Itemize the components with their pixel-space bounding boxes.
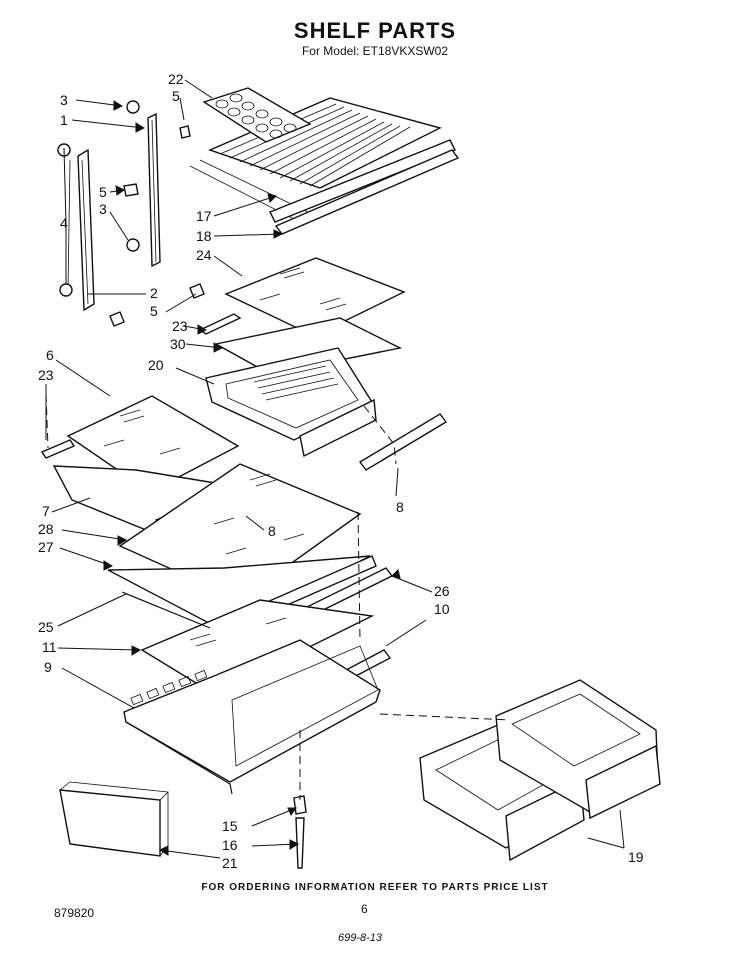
page-number: 6 [361,902,368,916]
shelf-rail-1 [147,112,161,268]
egg-tray-22 [202,87,312,143]
shelf-trim-8-upper [358,413,448,471]
callout-10: 10 [434,601,450,617]
callout-8-upper: 8 [396,499,404,515]
callout-1: 1 [60,112,68,128]
shelf-trim-18 [274,149,460,235]
leveler-screw-16 [295,817,305,869]
callout-11: 11 [42,639,57,655]
callout-25: 25 [38,619,54,635]
callout-26: 26 [434,583,450,599]
leader-arrowheads [103,100,401,856]
assembly-dash-lines [45,393,511,800]
model-subtitle: For Model: ET18VKXSW02 [301,44,449,58]
door-bin-21 [59,781,169,857]
callout-8-lower: 8 [268,523,276,539]
ordering-info-note: FOR ORDERING INFORMATION REFER TO PARTS … [201,882,549,893]
glass-shelf-11 [140,599,375,695]
callout-28: 28 [38,521,54,537]
rail-cap-3-top [57,100,140,157]
callout-3-mid: 3 [99,201,107,217]
meat-pan-tray-9 [123,639,381,795]
callout-24: 24 [196,247,212,263]
crisper-drawer-19 [419,679,661,862]
callout-leader-lines [45,79,625,859]
callout-22: 22 [168,71,184,87]
page-title: SHELF PARTS [293,18,457,43]
callout-23-upper: 23 [172,318,188,334]
shelf-clip-5 [109,125,205,327]
callout-27: 27 [38,539,54,555]
crisper-pan-20 [205,347,377,458]
callout-3-top: 3 [60,92,68,108]
shelf-frame-25 [121,591,211,629]
callout-2: 2 [150,285,158,301]
handwritten-note: 699-8-13 [338,932,383,944]
glass-shelf-24 [224,257,406,337]
shelf-frame-23-upper [198,313,242,335]
callout-7: 7 [42,503,50,519]
callout-19: 19 [628,849,644,865]
crisper-cover-30 [214,317,403,375]
callout-30: 30 [170,336,186,352]
document-number: 879820 [54,906,95,920]
callout-5-low: 5 [150,303,158,319]
callout-18: 18 [196,228,212,244]
callout-20: 20 [148,357,164,373]
shelf-frame-23-lower [40,439,76,459]
callout-9: 9 [44,659,52,675]
callout-17: 17 [196,208,212,224]
callout-15: 15 [222,818,238,834]
callout-23-lower: 23 [38,367,54,383]
rail-cap-3-mid [59,238,140,297]
callout-21: 21 [222,855,238,871]
callout-6: 6 [46,347,54,363]
callout-labels: 3 1 22 5 5 3 4 2 5 17 18 24 23 30 20 6 2… [38,71,644,871]
callout-4: 4 [60,215,68,231]
callout-5-top: 5 [172,88,180,104]
callout-16: 16 [222,837,238,853]
shelf-rail-2 [67,148,95,312]
callout-5-mid: 5 [99,184,107,200]
